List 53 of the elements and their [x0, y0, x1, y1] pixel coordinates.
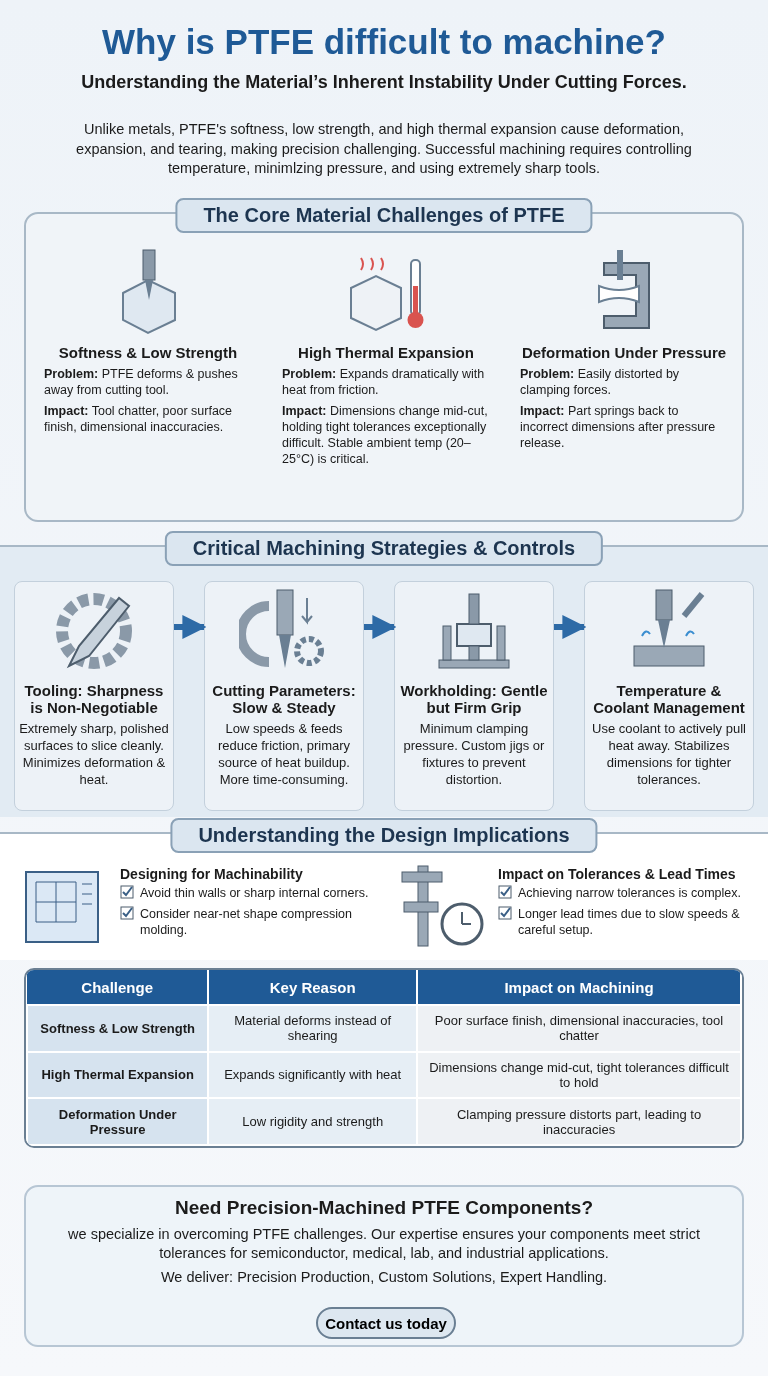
card-text: Impact: Part springs back to incorrect dimensions after pressure release.	[520, 402, 717, 452]
table-cell: Low rigidity and strength	[208, 1098, 418, 1145]
cta-text: We deliver: Precision Production, Custom Solutions, Expert Handling.	[160, 1267, 608, 1287]
bullet-text: Consider near-net shape compression molding.	[140, 906, 353, 939]
card-text: Impact: Dimensions change mid-cut, holding tight tolerances exceptionally difficult. Stable ambient temp (20–25°C) is critical.	[282, 402, 489, 468]
card-heading: Tooling: Sharpness is Non-Negotiable	[23, 682, 165, 716]
table-cell: Material deforms instead of shearing	[208, 1005, 418, 1052]
intro-text: Unlike metals, PTFE's softness, low strength, and high thermal expansion cause deformation, expansion, and tearing, making precision challenging. Successful machining requires controlling temperature, minimlzing pressure, and using extremely sharp tools.	[75, 120, 693, 179]
section-banner: The Core Material Challenges of PTFE	[175, 198, 593, 233]
table-cell: Expands significantly with heat	[208, 1051, 418, 1099]
bullet-text: Avoid thin walls or sharp internal corners.	[140, 885, 369, 902]
column-header: Key Reason	[208, 970, 418, 1005]
item-heading: Designing for Machinability	[120, 866, 304, 882]
cta-text: we specialize in overcoming PTFE challenges. Our expertise ensures your components meet strict tolerances for semiconductor, medical, lab, and industrial applications.	[67, 1225, 701, 1263]
card-text: Extremely sharp, polished surfaces to slice cleanly. Minimizes deformation & heat.	[19, 721, 169, 789]
card-heading: Cutting Parameters: Slow & Steady	[211, 682, 357, 716]
item-heading: Impact on Tolerances & Lead Times	[498, 866, 737, 882]
contact-button: Contact us today	[316, 1307, 456, 1339]
card-heading: Workholding: Gentle but Firm Grip	[399, 682, 549, 716]
bullet-text: Achieving narrow tolerances is complex.	[518, 885, 742, 902]
card-text: Impact: Tool chatter, poor surface finish, dimensional inaccuracies.	[44, 402, 234, 435]
card-text: Problem: Easily distorted by clamping forces.	[520, 366, 681, 399]
subtitle: Understanding the Material’s Inherent Instability Under Cutting Forces.	[80, 72, 688, 93]
card-text: Problem: Expands dramatically with heat from friction.	[282, 366, 486, 399]
page-title: Why is PTFE difficult to machine?	[101, 22, 667, 62]
column-header: Impact on Machining	[417, 970, 741, 1005]
table-cell: Dimensions change mid-cut, tight tolerances difficult to hold	[417, 1051, 741, 1099]
flow-arrow	[174, 615, 207, 639]
card-text: Use coolant to actively pull heat away. Stabilizes dimensions for tighter tolerances.	[591, 721, 747, 789]
strategy-step	[14, 581, 174, 811]
card-text: Problem: PTFE deforms & pushes away from cutting tool.	[44, 366, 239, 399]
strategy-step	[394, 581, 554, 811]
row-header: Deformation Under Pressure	[27, 1098, 209, 1145]
flow-arrow	[364, 615, 397, 639]
cta-heading: Need Precision-Machined PTFE Components?	[174, 1197, 594, 1219]
strategy-step	[584, 581, 754, 811]
card-heading: High Thermal Expansion	[298, 344, 474, 361]
section-banner: Understanding the Design Implications	[170, 818, 598, 853]
card-text: Minimum clamping pressure. Custom jigs or fixtures to prevent distortion.	[402, 721, 546, 789]
bullet-text: Longer lead times due to slow speeds & careful setup.	[518, 906, 741, 939]
card-text: Low speeds & feeds reduce friction, primary source of heat buildup. More time-consuming.	[216, 721, 352, 789]
strategy-step	[204, 581, 364, 811]
card-heading: Deformation Under Pressure	[521, 344, 727, 361]
row-header: Softness & Low Strength	[27, 1005, 209, 1052]
table-cell: Poor surface finish, dimensional inaccuracies, tool chatter	[417, 1005, 741, 1052]
section-banner: Critical Machining Strategies & Controls	[164, 531, 604, 566]
table-cell: Clamping pressure distorts part, leading to inaccuracies	[417, 1098, 741, 1145]
flow-arrow	[554, 615, 587, 639]
card-heading: Temperature & Coolant Management	[592, 682, 746, 716]
contact-panel	[24, 1185, 744, 1347]
column-header: Challenge	[27, 970, 209, 1005]
row-header: High Thermal Expansion	[27, 1051, 209, 1099]
card-heading: Softness & Low Strength	[58, 344, 238, 361]
